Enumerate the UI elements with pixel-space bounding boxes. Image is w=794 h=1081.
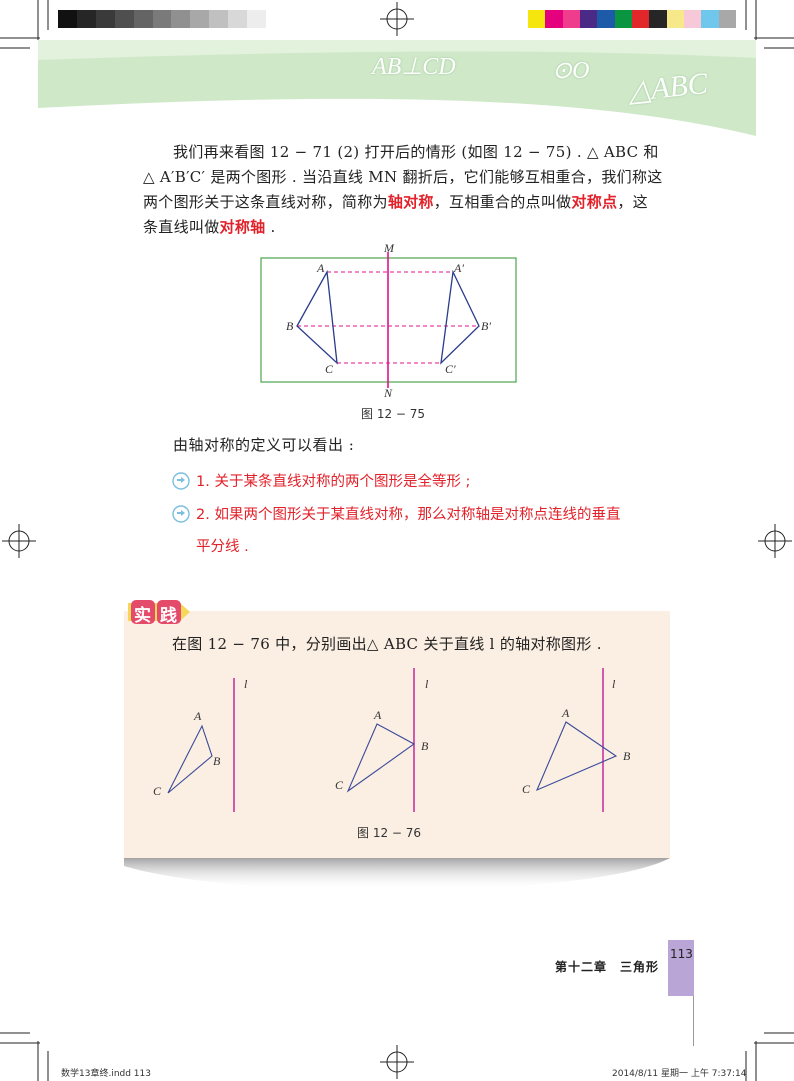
conclusion-item-2: 2. 如果两个图形关于某直线对称，那么对称轴是对称点连线的垂直 [172, 500, 672, 530]
paragraph-line-3: 两个图形关于这条直线对称，简称为轴对称，互相重合的点叫做对称点，这 [143, 193, 648, 211]
paragraph-line-2: △ A′B′C′ 是两个图形 . 当沿直线 MN 翻折后，它们能够互相重合，我们… [143, 168, 663, 186]
practice-shadow [124, 858, 670, 891]
conclusion-text-1: 1. 关于某条直线对称的两个图形是全等形 ; [196, 474, 471, 490]
panel-3-label-a: A [562, 706, 570, 720]
label-c-prime: C′ [445, 362, 456, 376]
color-swatch [95, 10, 115, 28]
conclusion-text-3: 平分线 . [196, 539, 249, 555]
triangle-panel-1 [167, 724, 213, 794]
print-timestamp: 2014/8/11 星期一 上午 7:37:14 [612, 1069, 747, 1079]
label-c: C [325, 362, 334, 376]
color-swatch [649, 10, 667, 28]
color-swatch [597, 10, 615, 28]
badge-char-1: 实 [134, 606, 151, 626]
color-swatch [247, 10, 266, 28]
color-swatch [209, 10, 229, 28]
label-n: N [384, 386, 393, 400]
panel-3-label-c: C [522, 782, 531, 796]
panel-1-label-c: C [153, 784, 162, 798]
figure-12-75 [260, 252, 517, 388]
badge-ribbon-icon [128, 600, 190, 624]
panel-2-label-l: l [425, 677, 429, 691]
practice-instruction: 在图 12 − 76 中，分别画出△ ABC 关于直线 l 的轴对称图形 . [172, 635, 602, 653]
panel-1-label-l: l [244, 677, 248, 691]
conclusion-item-1: 1. 关于某条直线对称的两个图形是全等形 ; [172, 467, 672, 497]
label-b: B [286, 319, 294, 333]
color-swatch [228, 10, 248, 28]
color-swatch [58, 10, 77, 28]
paragraph-line-4: 条直线叫做对称轴 . [143, 218, 276, 236]
panel-2-label-c: C [335, 778, 344, 792]
panel-1-label-a: A [194, 709, 202, 723]
chapter-label: 第十二章 三角形 [555, 960, 660, 974]
paragraph-line-1: 我们再来看图 12 − 71 (2) 打开后的情形 (如图 12 − 75) .… [173, 143, 659, 161]
triangle-a2b2c2 [440, 269, 480, 365]
color-swatch [684, 10, 702, 28]
triangle-panel-3 [535, 721, 618, 792]
color-swatch [171, 10, 191, 28]
color-swatch [632, 10, 650, 28]
page-tab-rule [693, 996, 694, 1046]
term-axis: 对称轴 [219, 218, 266, 236]
file-name-slug: 数学13章终.indd 113 [61, 1069, 151, 1079]
color-swatch [666, 10, 684, 28]
header-formula-perpendicular: AB⊥CD [372, 54, 456, 80]
color-swatch [133, 10, 153, 28]
label-a: A [317, 261, 325, 275]
double-arrow-bullet-icon [172, 505, 190, 523]
panel-2-label-b: B [421, 739, 429, 753]
color-swatch [114, 10, 134, 28]
color-swatch [718, 10, 736, 28]
term-symmetric-points: 对称点 [571, 193, 618, 211]
triangle-panel-2 [346, 723, 416, 793]
term-axial-symmetry: 轴对称 [387, 193, 434, 211]
label-m: M [384, 241, 394, 255]
page-number: 113 [670, 947, 693, 961]
color-swatch [614, 10, 632, 28]
color-swatch [701, 10, 719, 28]
color-swatch [190, 10, 210, 28]
panel-3-label-b: B [623, 749, 631, 763]
panel-3-label-l: l [612, 677, 616, 691]
header-formula-circle: ⊙O [552, 58, 590, 84]
figure-12-76-caption: 图 12 − 76 [357, 826, 422, 840]
figure-12-75-caption: 图 12 − 75 [361, 407, 426, 421]
conclusion-text-2: 2. 如果两个图形关于某直线对称，那么对称轴是对称点连线的垂直 [196, 507, 621, 523]
badge-char-2: 践 [160, 606, 177, 626]
grayscale-color-bar [58, 10, 266, 28]
color-swatch [545, 10, 563, 28]
color-swatch [528, 10, 546, 28]
conclusion-intro: 由轴对称的定义可以看出 : [173, 436, 355, 454]
definition-paragraph: 我们再来看图 12 − 71 (2) 打开后的情形 (如图 12 − 75) .… [143, 140, 675, 240]
conclusion-item-2-continued: 平分线 . [172, 532, 672, 562]
figure-12-76 [167, 668, 618, 812]
label-b-prime: B′ [481, 319, 491, 333]
color-swatch [76, 10, 96, 28]
page-number-tab [668, 940, 694, 996]
panel-2-label-a: A [374, 708, 382, 722]
triangle-abc [296, 269, 338, 365]
process-color-bar [528, 10, 736, 28]
color-swatch [580, 10, 598, 28]
header-band [38, 40, 756, 136]
label-a-prime: A′ [454, 261, 464, 275]
panel-1-label-b: B [213, 754, 221, 768]
double-arrow-bullet-icon [172, 472, 190, 490]
practice-badge: 实 践 [128, 599, 190, 626]
color-swatch [562, 10, 580, 28]
color-swatch [152, 10, 172, 28]
